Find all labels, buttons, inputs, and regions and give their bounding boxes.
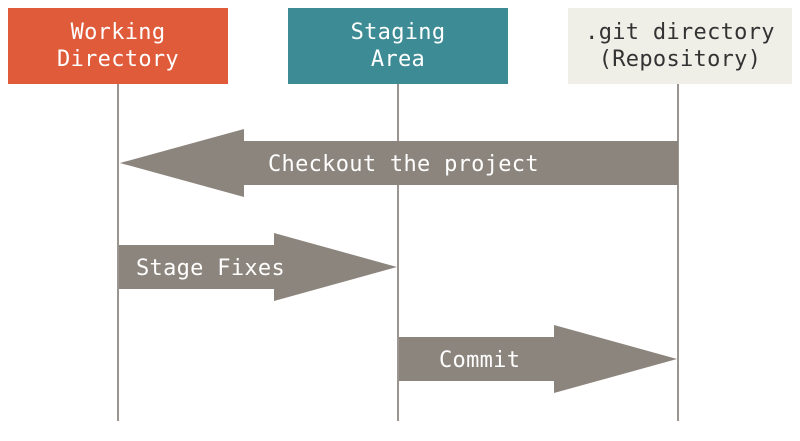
checkout-arrow-label: Checkout the project: [268, 152, 539, 177]
working-directory-box: Working Directory: [8, 8, 228, 84]
stage-fixes-arrow-label: Stage Fixes: [136, 256, 285, 281]
repository-box: .git directory (Repository): [568, 8, 792, 84]
repository-label-line2: (Repository): [598, 47, 762, 72]
checkout-arrow: Checkout the project: [120, 129, 678, 197]
staging-area-box: Staging Area: [288, 8, 508, 84]
working-directory-label-line1: Working: [70, 20, 166, 45]
checkout-arrow-shape: [120, 129, 678, 197]
stage-fixes-arrow: Stage Fixes: [119, 233, 397, 301]
staging-area-label-line1: Staging: [350, 20, 446, 45]
repository-label-line1: .git directory: [585, 20, 775, 45]
working-directory-label-line2: Directory: [57, 47, 179, 72]
staging-area-label-line2: Area: [370, 47, 426, 72]
commit-arrow-shape: [399, 325, 677, 393]
stage-fixes-arrow-shape: [119, 233, 397, 301]
commit-arrow-label: Commit: [439, 348, 520, 373]
commit-arrow: Commit: [399, 325, 677, 393]
